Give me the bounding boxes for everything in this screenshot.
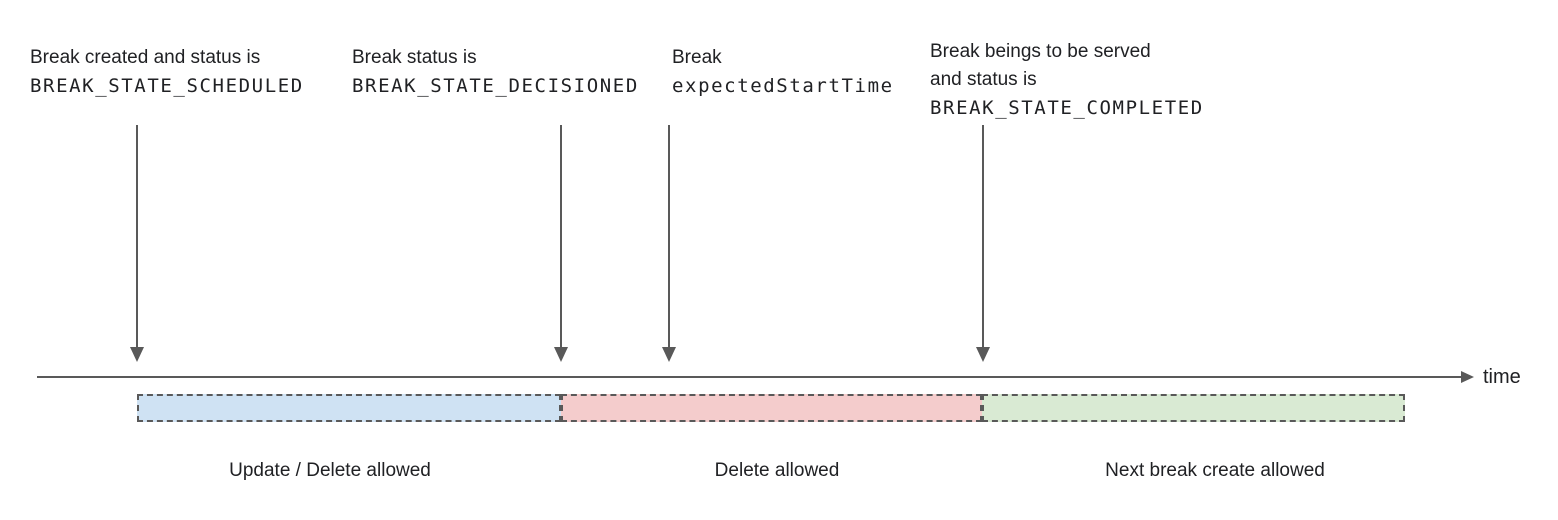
annotation-text: and status is bbox=[930, 69, 1037, 90]
annotation-text: Break bbox=[672, 47, 722, 68]
annotation-break-scheduled: Break created and status is BREAK_STATE_… bbox=[30, 44, 304, 100]
annotation-expected-start-time: Break expectedStartTime bbox=[672, 44, 894, 100]
annotation-code-text: expectedStartTime bbox=[672, 75, 894, 97]
segment-next-break-create-allowed bbox=[982, 394, 1405, 422]
annotation-code-text: BREAK_STATE_DECISIONED bbox=[352, 75, 639, 97]
segment-label: Update / Delete allowed bbox=[229, 460, 431, 481]
segment-delete-allowed bbox=[561, 394, 982, 422]
annotation-text: Break beings to be served bbox=[930, 41, 1151, 62]
annotation-break-decisioned: Break status is BREAK_STATE_DECISIONED bbox=[352, 44, 639, 100]
segment-update-delete-allowed bbox=[137, 394, 561, 422]
annotation-code-text: BREAK_STATE_SCHEDULED bbox=[30, 75, 304, 97]
time-axis-line bbox=[37, 376, 1462, 378]
annotation-break-completed: Break beings to be served and status is … bbox=[930, 38, 1204, 122]
segment-label: Next break create allowed bbox=[1105, 460, 1325, 481]
time-axis-label: time bbox=[1483, 366, 1521, 388]
time-axis-arrowhead-icon bbox=[1461, 371, 1474, 383]
annotation-text: Break created and status is bbox=[30, 47, 261, 68]
annotation-code-text: BREAK_STATE_COMPLETED bbox=[930, 97, 1204, 119]
segment-label: Delete allowed bbox=[714, 460, 840, 481]
annotation-text: Break status is bbox=[352, 47, 477, 68]
